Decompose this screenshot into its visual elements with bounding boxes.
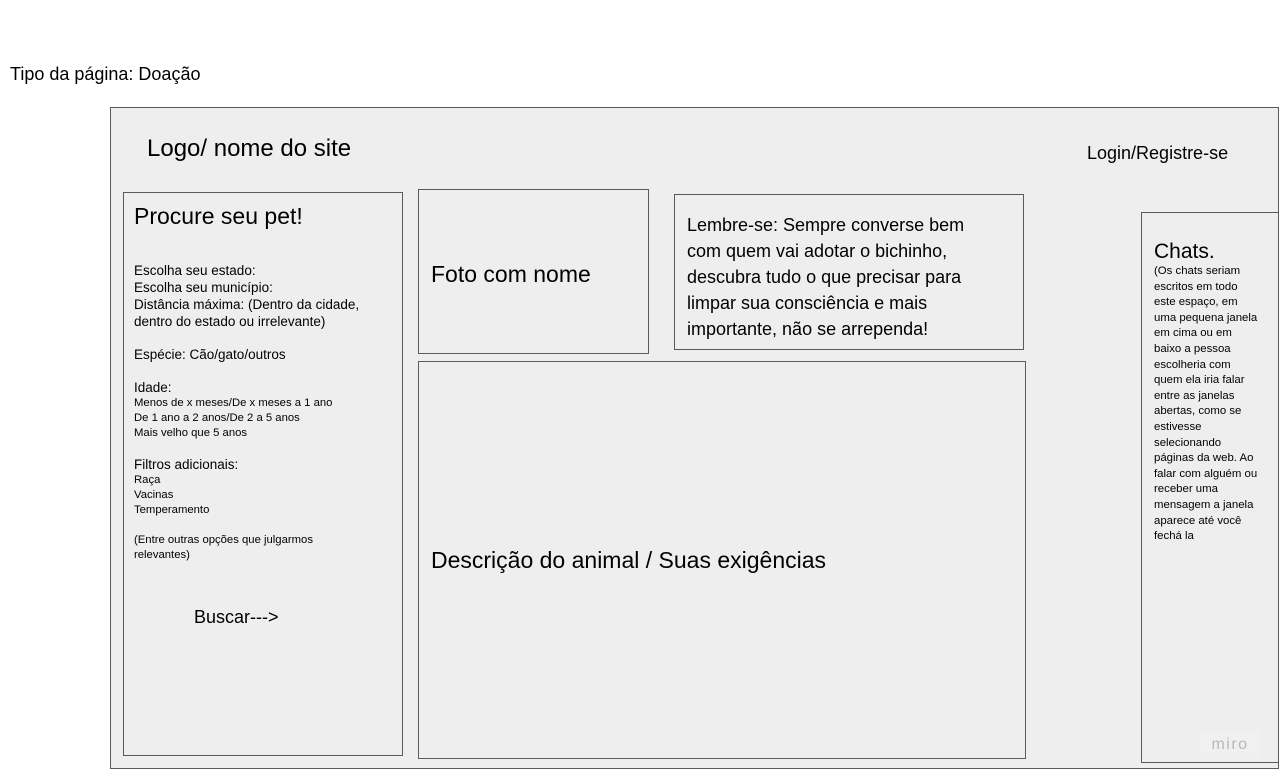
extra-filters-label: Filtros adicionais: [134,457,239,472]
reminder-line: limpar sua consciência e mais [687,293,928,313]
chats-desc-line: escritos em todo [1154,280,1238,293]
temperament-filter[interactable]: Temperamento [134,504,210,516]
reminder-line: com quem vai adotar o bichinho, [687,241,948,261]
chats-desc-line: fechá la [1154,530,1194,543]
chats-desc-line: escolheria com [1154,358,1231,371]
page-type-label: Tipo da página: Doação [10,64,201,84]
chats-title: Chats. [1154,240,1215,263]
chats-desc-line: (Os chats seriam [1154,265,1241,277]
animal-description-box: Descrição do animal / Suas exigências [418,361,1026,759]
reminder-line: importante, não se arrependa! [687,319,929,339]
species-filter[interactable]: Espécie: Cão/gato/outros [134,347,286,362]
city-select[interactable]: Escolha seu município: [134,280,273,295]
chats-desc-line: quem ela iria falar [1154,374,1245,387]
miro-watermark: miro [1200,731,1260,759]
distance-filter-line-1[interactable]: Distância máxima: (Dentro da cidade, [134,297,360,312]
age-option-3[interactable]: Mais velho que 5 anos [134,427,248,439]
chats-desc-line: receber uma [1154,483,1218,496]
reminder-line: Lembre-se: Sempre converse bem [687,215,965,235]
pet-photo-box[interactable]: Foto com nome [418,189,649,354]
chats-desc-line: mensagem a janela [1154,498,1254,511]
pet-photo-label: Foto com nome [431,261,591,287]
chats-desc-line: abertas, como se [1154,405,1242,418]
other-options-note-line-1: (Entre outras opções que julgarmos [134,534,313,546]
reminder-box: Lembre-se: Sempre converse bem com quem … [674,194,1024,350]
chats-desc-line: falar com alguém ou [1154,467,1258,480]
chats-desc-line: entre as janelas [1154,389,1235,402]
chats-desc-line: estivesse [1154,420,1202,433]
chats-desc-line: uma pequena janela [1154,311,1258,324]
login-register-link[interactable]: Login/Registre-se [1087,143,1229,163]
chats-desc-line: aparece até você [1154,514,1242,527]
filter-panel: Procure seu pet! Escolha seu estado: Esc… [123,192,403,756]
chats-desc-line: baixo a pessoa [1154,342,1231,355]
reminder-text: Lembre-se: Sempre converse bem com quem … [687,212,1011,342]
site-logo[interactable]: Logo/ nome do site [147,135,352,162]
chats-desc-line: selecionando [1154,436,1222,449]
state-select[interactable]: Escolha seu estado: [134,263,256,278]
distance-filter-line-2[interactable]: dentro do estado ou irrelevante) [134,314,326,329]
vaccines-filter[interactable]: Vacinas [134,489,174,501]
chats-desc-line: páginas da web. Ao [1154,452,1254,465]
search-button[interactable]: Buscar---> [194,607,279,627]
age-option-2[interactable]: De 1 ano a 2 anos/De 2 a 5 anos [134,412,300,424]
age-filter-label: Idade: [134,380,172,395]
chats-panel[interactable]: Chats. (Os chats seriam escritos em todo… [1141,212,1279,763]
animal-description-label: Descrição do animal / Suas exigências [431,547,827,573]
breed-filter[interactable]: Raça [134,474,161,486]
chats-description: (Os chats seriam escritos em todo este e… [1154,264,1280,545]
chats-desc-line: este espaço, em [1154,296,1238,309]
age-option-1[interactable]: Menos de x meses/De x meses a 1 ano [134,397,333,409]
reminder-line: descubra tudo o que precisar para [687,267,962,287]
filter-panel-title: Procure seu pet! [134,203,303,229]
chats-desc-line: em cima ou em [1154,327,1232,340]
other-options-note-line-2: relevantes) [134,549,190,561]
